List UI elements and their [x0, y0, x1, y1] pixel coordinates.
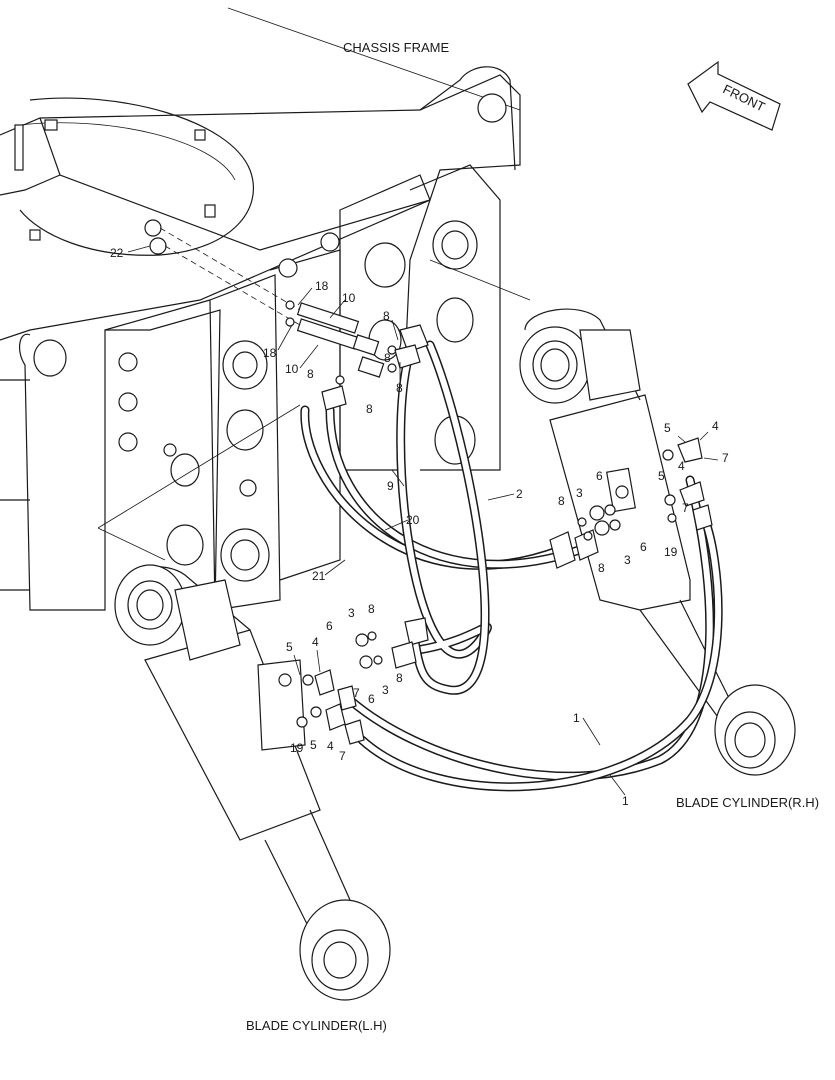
callout-3: 3 [576, 486, 583, 500]
callout-8: 8 [384, 351, 391, 365]
callout-8: 8 [396, 671, 403, 685]
chassis-frame-drawing [0, 7, 531, 611]
hydraulic-hoses [300, 340, 723, 792]
callout-3: 3 [382, 683, 389, 697]
callout-8: 8 [366, 402, 373, 416]
callout-4: 4 [312, 635, 319, 649]
callout-18: 18 [315, 279, 329, 293]
connector-fittings-top [144, 219, 397, 385]
leader-lines [127, 245, 719, 796]
callout-1: 1 [622, 794, 629, 808]
callout-21: 21 [312, 569, 326, 583]
blade-cylinder-lh [114, 564, 391, 1001]
callout-7: 7 [682, 501, 689, 515]
frame-bolts [118, 232, 340, 452]
callout-19: 19 [664, 545, 678, 559]
callout-19: 19 [290, 741, 304, 755]
callout-6: 6 [596, 469, 603, 483]
callout-3: 3 [624, 553, 631, 567]
callout-8: 8 [307, 367, 314, 381]
callout-6: 6 [368, 692, 375, 706]
callout-7: 7 [353, 686, 360, 700]
callout-8: 8 [598, 561, 605, 575]
callout-7: 7 [339, 749, 346, 763]
callout-6: 6 [326, 619, 333, 633]
blade-cylinder-lh-label: BLADE CYLINDER(L.H) [246, 1018, 387, 1033]
callout-1: 1 [573, 711, 580, 725]
callout-5: 5 [310, 738, 317, 752]
fittings [302, 324, 713, 745]
callout-5: 5 [658, 469, 665, 483]
callout-10: 10 [342, 291, 356, 305]
callout-2: 2 [516, 487, 523, 501]
callout-8: 8 [396, 381, 403, 395]
callout-4: 4 [712, 419, 719, 433]
callout-8: 8 [368, 602, 375, 616]
callout-3: 3 [348, 606, 355, 620]
callout-6: 6 [640, 540, 647, 554]
callout-8: 8 [383, 309, 390, 323]
chassis-frame-label: CHASSIS FRAME [343, 40, 450, 55]
callout-22: 22 [110, 246, 124, 260]
callout-10: 10 [285, 362, 299, 376]
front-arrow: FRONT [687, 60, 781, 131]
callout-4: 4 [327, 739, 334, 753]
blade-cylinder-rh-label: BLADE CYLINDER(R.H) [676, 795, 819, 810]
blade-cylinder-rh [519, 308, 796, 776]
callout-5: 5 [286, 640, 293, 654]
callout-18: 18 [263, 346, 277, 360]
callout-5: 5 [664, 421, 671, 435]
callout-4: 4 [678, 459, 685, 473]
callout-7: 7 [722, 451, 729, 465]
callout-8: 8 [558, 494, 565, 508]
callout-20: 20 [406, 513, 420, 527]
callout-numbers: 22 18 10 18 10 8 8 8 8 8 9 2 20 21 5 4 7… [110, 246, 729, 808]
callout-9: 9 [387, 479, 394, 493]
